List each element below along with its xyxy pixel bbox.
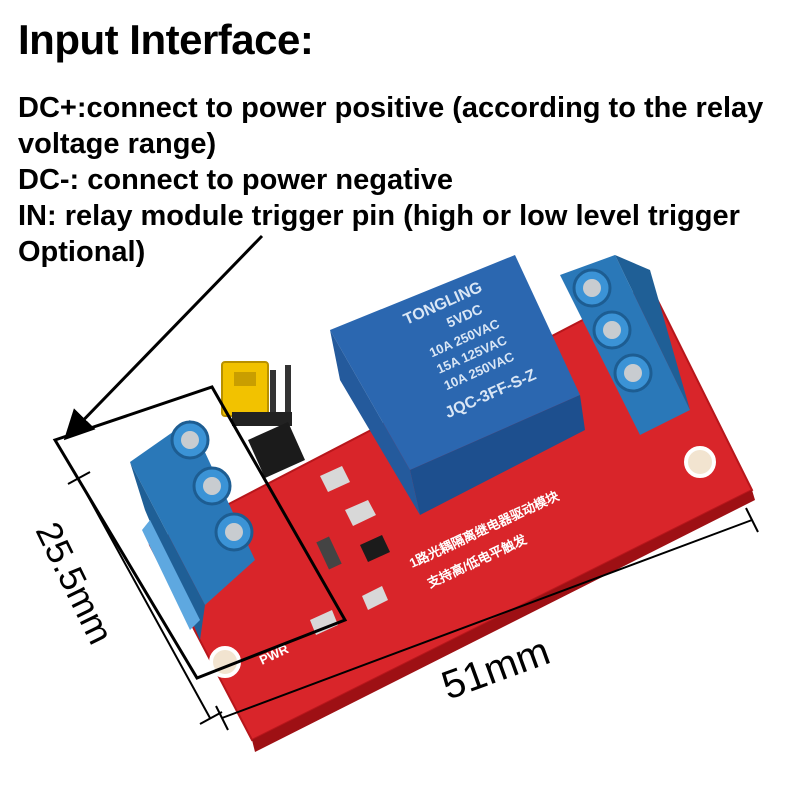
page-title: Input Interface: [18,16,314,63]
pointer-arrow [63,234,264,441]
output-terminal-block [560,255,690,435]
in-pin-description: IN: relay module trigger pin (high or lo… [18,200,740,268]
smd-part [320,466,350,492]
trigger-jumper [221,361,292,426]
smd-part [345,500,376,526]
input-terminal-block [130,420,255,640]
smd-part [310,610,338,635]
input-highlight-box [52,385,348,680]
relay-component: TONGLING 5VDC 10A 250VAC 15A 125VAC 10A … [330,255,585,515]
mount-hole [684,446,716,478]
smd-part [362,586,388,610]
pin-label-dc-plus: DC+ [115,513,142,546]
optocoupler-chip [248,422,305,478]
description: DC+:connect to power positive (according… [18,90,798,270]
transistor [360,535,390,562]
pcb-edge [252,490,755,752]
dc-plus-description: DC+:connect to power positive (according… [18,92,764,160]
diode [316,536,342,570]
dc-minus-description: DC-: connect to power negative [18,164,454,196]
pin-label-in: IN [167,613,187,632]
height-dimension-label: 25.5mm [28,516,122,651]
